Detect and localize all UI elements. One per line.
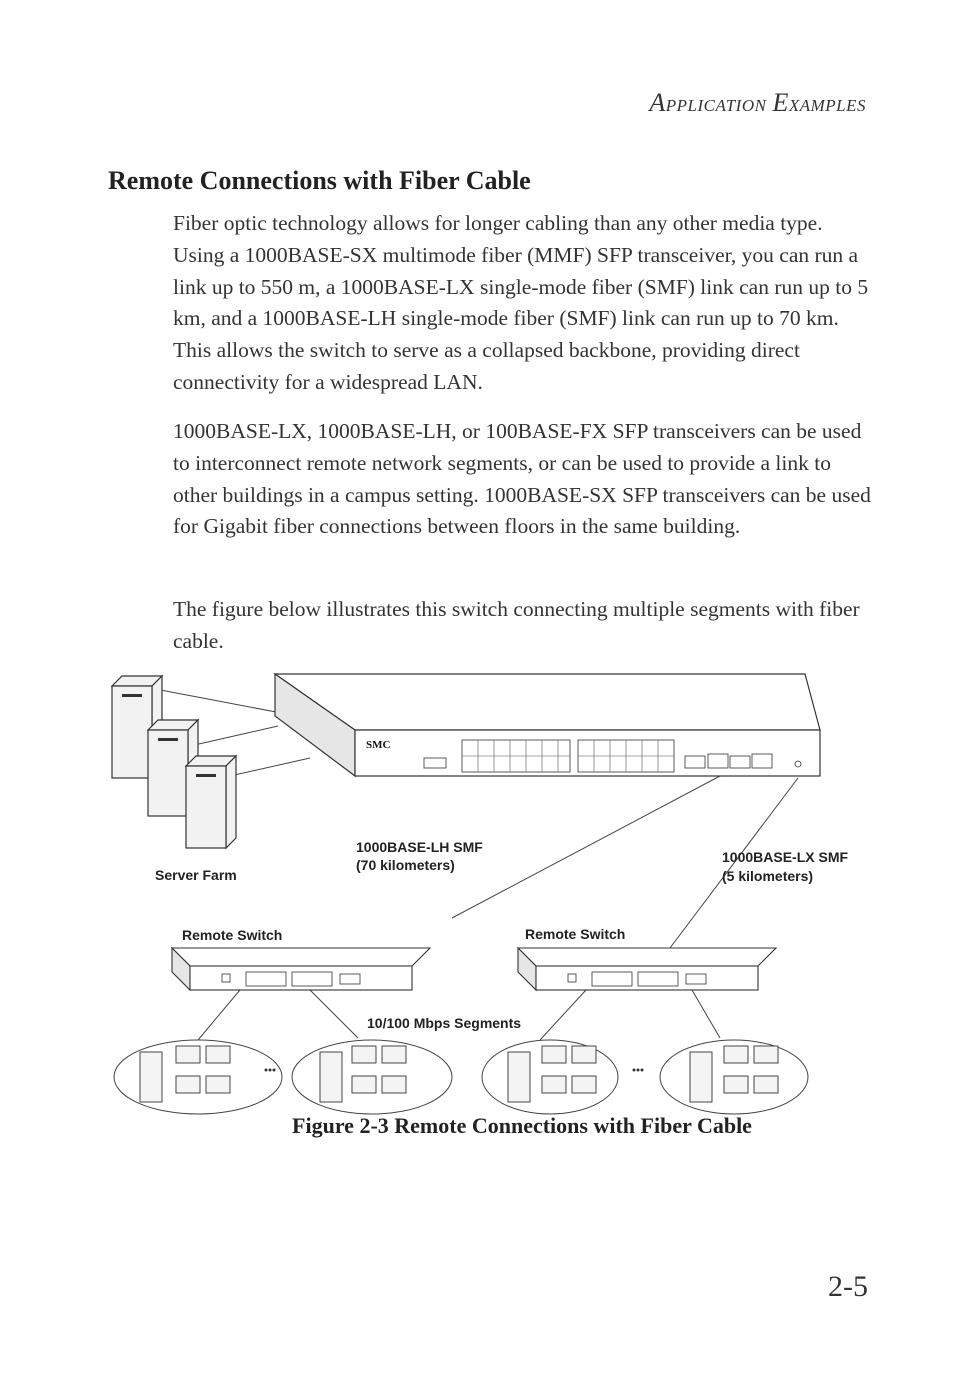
- server-farm-servers: [110, 674, 238, 850]
- lx-link-label: 1000BASE-LX SMF: [722, 849, 848, 865]
- server-farm-label: Server Farm: [155, 867, 237, 883]
- section-title: Remote Connections with Fiber Cable: [108, 166, 531, 195]
- remote-switch-right: [516, 946, 778, 992]
- remote-switch-right-label: Remote Switch: [525, 926, 625, 942]
- lh-link-label: 1000BASE-LH SMF: [356, 839, 483, 855]
- running-header: Application Examples: [649, 88, 866, 117]
- remote-switch-left-label: Remote Switch: [182, 927, 282, 943]
- lan-segments: [113, 1039, 809, 1115]
- segments-label: 10/100 Mbps Segments: [367, 1015, 521, 1031]
- switch-brand-logo: SMC: [366, 739, 391, 751]
- lx-link-distance: (5 kilometers): [722, 868, 813, 884]
- network-diagram-svg: SMC: [110, 672, 848, 1115]
- body-paragraph: 1000BASE-LX, 1000BASE-LH, or 100BASE-FX …: [173, 419, 871, 539]
- body-paragraph: Fiber optic technology allows for longer…: [173, 211, 869, 394]
- page-number: 2-5: [828, 1270, 868, 1303]
- remote-switch-left: [170, 946, 432, 992]
- lh-link-distance: (70 kilometers): [356, 857, 455, 873]
- main-switch: SMC: [273, 672, 821, 778]
- network-diagram: SMC: [100, 668, 880, 1118]
- figure-caption: Figure 2-3 Remote Connections with Fiber…: [292, 1113, 752, 1138]
- body-paragraph: The figure below illustrates this switch…: [173, 597, 860, 653]
